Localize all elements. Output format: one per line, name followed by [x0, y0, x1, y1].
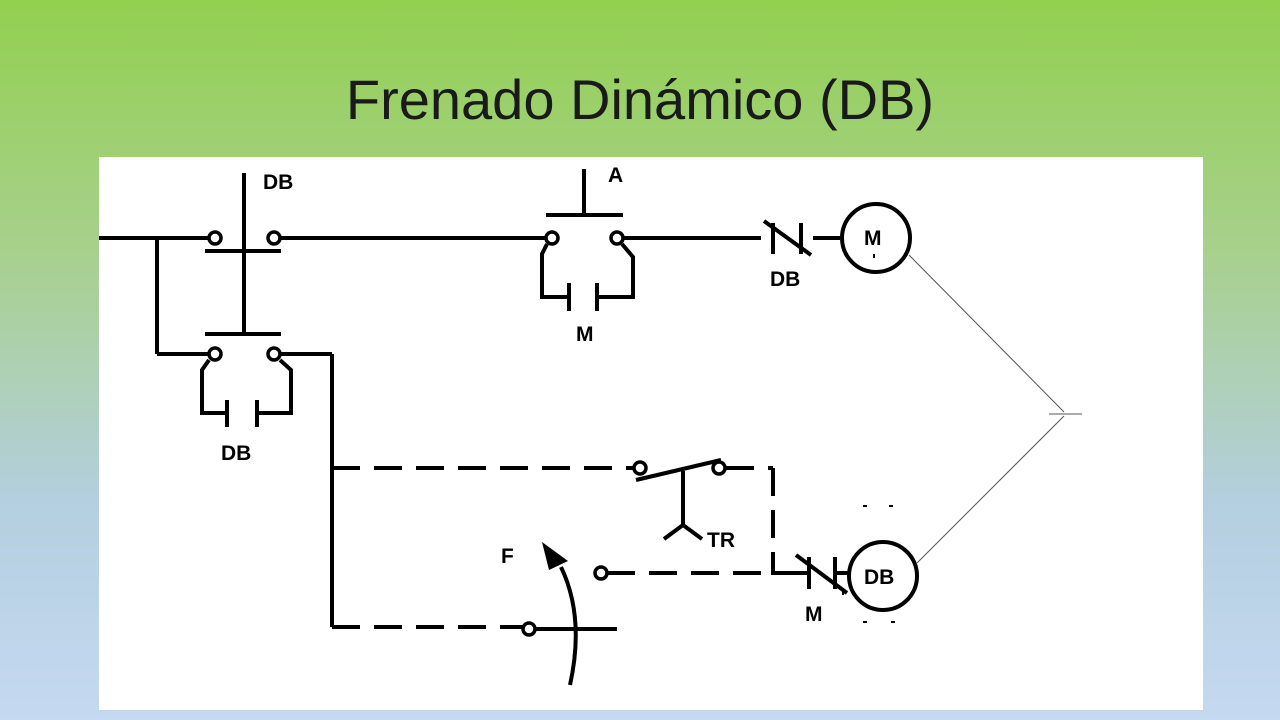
f-switch-label: F [501, 545, 514, 568]
m-hold-contact-label: M [576, 323, 594, 346]
db-pushbutton [205, 173, 282, 362]
terminal [521, 621, 537, 637]
terminal [266, 346, 282, 362]
db-coil [847, 505, 919, 623]
thin-connection [908, 254, 1082, 564]
tr-branch-wires [332, 466, 775, 575]
m-nc-contact-label: M [805, 603, 823, 626]
slide-title: Frenado Dinámico (DB) [345, 68, 935, 131]
tr-timed-contact [632, 458, 727, 541]
m-nc-contact [794, 553, 851, 595]
ladder-diagram: DB DB A M [99, 164, 1082, 686]
a-pushbutton [544, 169, 625, 246]
db-hold-contact [200, 352, 334, 627]
m-hold-contact [540, 242, 635, 311]
f-switch-wires [332, 571, 799, 629]
motor-coil-label: M [864, 227, 882, 250]
db-nc-contact-label: DB [770, 268, 800, 291]
f-switch [521, 542, 617, 686]
ladder-diagram-panel: DB DB A M [99, 157, 1203, 710]
a-pushbutton-label: A [608, 164, 623, 187]
terminal [632, 460, 648, 476]
motor-coil [840, 202, 912, 274]
db-coil-label: DB [864, 566, 894, 589]
tr-contact-label: TR [707, 529, 735, 552]
rung-1-wires [99, 236, 840, 356]
db-hold-contact-label: DB [221, 442, 251, 465]
terminal [544, 230, 560, 246]
db-pushbutton-label: DB [263, 171, 293, 194]
terminal [593, 565, 609, 581]
terminal [266, 230, 282, 246]
db-nc-contact [762, 219, 813, 257]
terminal [207, 230, 223, 246]
terminal [207, 346, 223, 362]
terminal [609, 230, 625, 246]
terminal [711, 460, 727, 476]
